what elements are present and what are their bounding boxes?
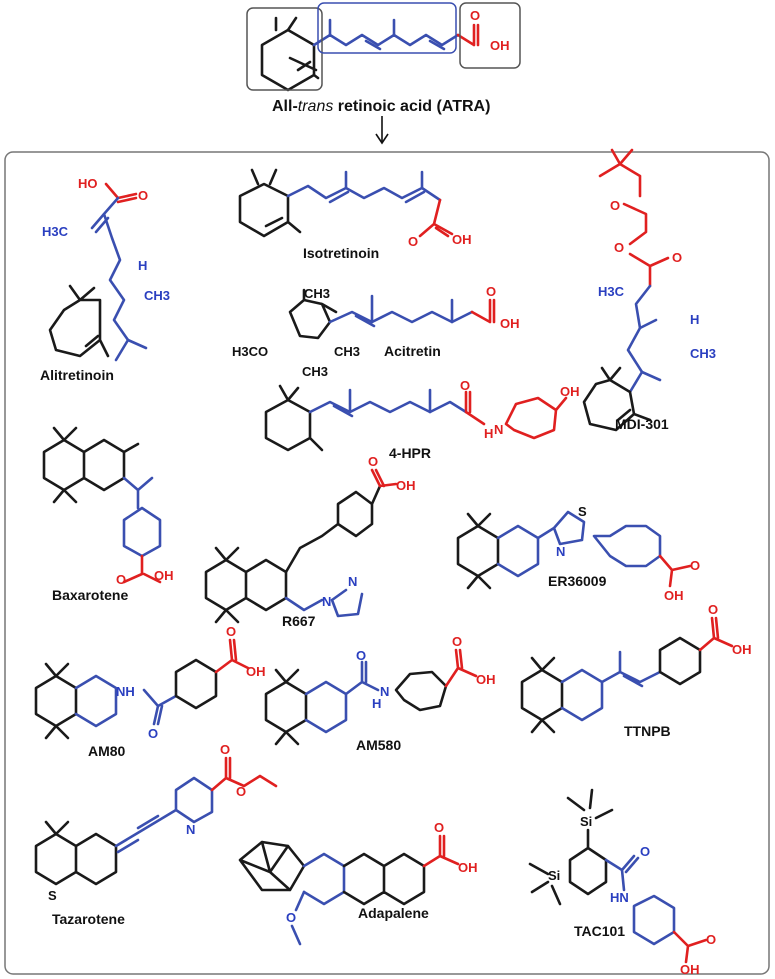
atom-label: HN bbox=[610, 890, 629, 905]
atom-label: Si bbox=[548, 868, 560, 883]
atom-label: OH bbox=[396, 478, 416, 493]
atom-label: H3C bbox=[598, 284, 625, 299]
label-adapalene: Adapalene bbox=[358, 905, 429, 921]
atom-label: NH bbox=[116, 684, 135, 699]
atom-label: Si bbox=[580, 814, 592, 829]
atom-label: O bbox=[486, 284, 496, 299]
label-am80: AM80 bbox=[88, 743, 126, 759]
tac101-structure: Si Si O HN O OH TAC101 bbox=[528, 788, 716, 977]
isotretinoin-structure: O OH Isotretinoin bbox=[238, 168, 472, 261]
4-hpr-structure: O H N OH 4-HPR bbox=[264, 378, 580, 461]
atom-label: N bbox=[348, 574, 357, 589]
atom-label: H bbox=[690, 312, 699, 327]
atom-label: O bbox=[356, 648, 366, 663]
er36009-structure: S N O OH ER36009 bbox=[456, 504, 700, 603]
label-isotretinoin: Isotretinoin bbox=[303, 245, 379, 261]
atom-label: O bbox=[708, 602, 718, 617]
atom-label: S bbox=[578, 504, 587, 519]
atom-label: H bbox=[372, 696, 381, 711]
atom-label: N bbox=[186, 822, 195, 837]
atom-label: N bbox=[322, 594, 331, 609]
atom-label: O bbox=[286, 910, 296, 925]
ring-highlight-box bbox=[246, 7, 323, 91]
atom-label: O bbox=[672, 250, 682, 265]
atom-label: O bbox=[226, 624, 236, 639]
atom-label: O bbox=[220, 742, 230, 757]
atom-label: O bbox=[452, 634, 462, 649]
atom-label: OH bbox=[154, 568, 174, 583]
atom-label: CH3 bbox=[334, 344, 360, 359]
label-mdi-301: MDI-301 bbox=[615, 416, 669, 432]
atom-label: OH bbox=[500, 316, 520, 331]
atom-label: H bbox=[138, 258, 147, 273]
atom-label: O bbox=[236, 784, 246, 799]
atom-label: O bbox=[706, 932, 716, 947]
atom-label: O bbox=[116, 572, 126, 587]
atom-label: N bbox=[494, 422, 503, 437]
atom-label: H3CO bbox=[232, 344, 268, 359]
label-tac101: TAC101 bbox=[574, 923, 625, 939]
label-baxarotene: Baxarotene bbox=[52, 587, 128, 603]
mdi-301-structure: O O O H3C H CH3 MDI-301 bbox=[582, 148, 716, 432]
atra-hydroxyl: OH bbox=[490, 38, 510, 53]
atom-label: O bbox=[368, 454, 378, 469]
tazarotene-structure: S N O O Tazarotene bbox=[34, 742, 278, 927]
atom-label: S bbox=[48, 888, 57, 903]
label-acitretin: Acitretin bbox=[384, 343, 441, 359]
atom-label: O bbox=[610, 198, 620, 213]
alitretinoin-structure: HO O H3C H CH3 Alitretinoin bbox=[40, 176, 170, 383]
baxarotene-structure: O OH Baxarotene bbox=[42, 426, 174, 603]
atom-label: OH bbox=[664, 588, 684, 603]
label-r667: R667 bbox=[282, 613, 316, 629]
atom-label: CH3 bbox=[304, 286, 330, 301]
atom-label: OH bbox=[476, 672, 496, 687]
atom-label: O bbox=[408, 234, 418, 249]
atom-label: HO bbox=[78, 176, 98, 191]
am80-structure: NH O O OH AM80 bbox=[34, 624, 266, 759]
atom-label: OH bbox=[452, 232, 472, 247]
atra-structure: O OH bbox=[246, 2, 521, 92]
ttnpb-structure: O OH TTNPB bbox=[520, 602, 752, 739]
label-tazarotene: Tazarotene bbox=[52, 911, 125, 927]
atom-label: OH bbox=[680, 962, 700, 977]
atom-label: H bbox=[484, 426, 493, 441]
atom-label: OH bbox=[246, 664, 266, 679]
atom-label: O bbox=[434, 820, 444, 835]
label-ttnpb: TTNPB bbox=[624, 723, 671, 739]
atom-label: N bbox=[380, 684, 389, 699]
adapalene-structure: O O OH Adapalene bbox=[238, 820, 478, 946]
atom-label: CH3 bbox=[690, 346, 716, 361]
chain-highlight-box bbox=[317, 2, 457, 54]
atom-label: CH3 bbox=[144, 288, 170, 303]
atom-label: O bbox=[614, 240, 624, 255]
am580-structure: O H N O OH AM580 bbox=[264, 634, 496, 753]
atom-label: N bbox=[556, 544, 565, 559]
label-4-hpr: 4-HPR bbox=[389, 445, 431, 461]
label-er36009: ER36009 bbox=[548, 573, 607, 589]
down-arrow-icon bbox=[375, 116, 389, 145]
atom-label: OH bbox=[560, 384, 580, 399]
atom-label: CH3 bbox=[302, 364, 328, 379]
atom-label: OH bbox=[732, 642, 752, 657]
atom-label: O bbox=[148, 726, 158, 741]
label-am580: AM580 bbox=[356, 737, 401, 753]
atom-label: OH bbox=[458, 860, 478, 875]
acitretin-structure: CH3 H3CO CH3 CH3 O OH Acitretin bbox=[232, 284, 520, 379]
r667-structure: O OH N N R667 bbox=[204, 454, 416, 629]
label-alitretinoin: Alitretinoin bbox=[40, 367, 114, 383]
atra-title: All-trans retinoic acid (ATRA) bbox=[272, 98, 490, 115]
atom-label: O bbox=[460, 378, 470, 393]
atom-label: O bbox=[690, 558, 700, 573]
atom-label: H3C bbox=[42, 224, 69, 239]
acid-highlight-box bbox=[459, 2, 521, 69]
atom-label: O bbox=[640, 844, 650, 859]
derivatives-frame bbox=[4, 151, 770, 975]
atra-oxygen: O bbox=[470, 8, 480, 23]
atom-label: O bbox=[138, 188, 148, 203]
